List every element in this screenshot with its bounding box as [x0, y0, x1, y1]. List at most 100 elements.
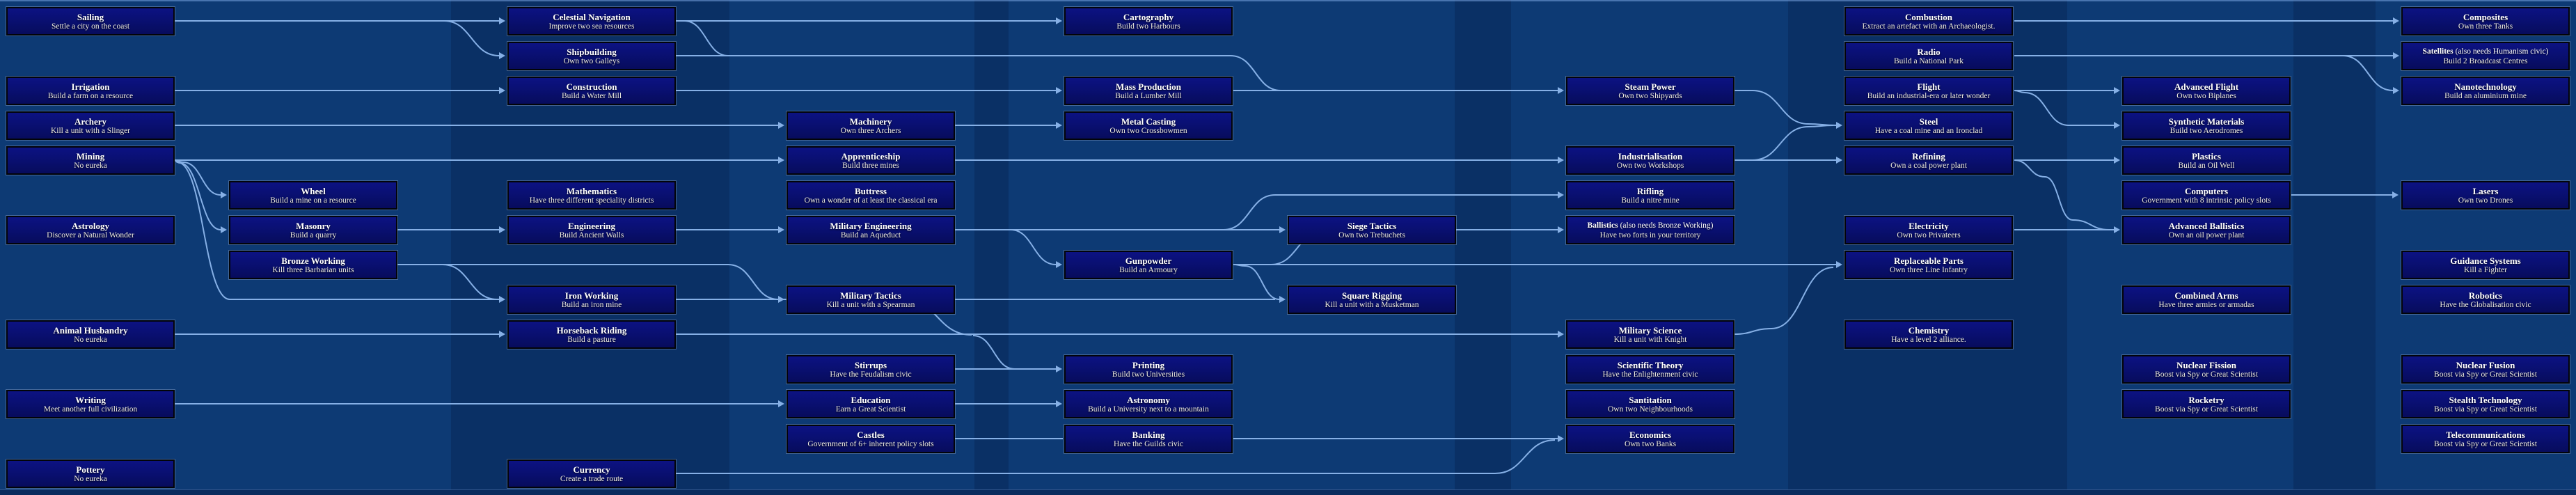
tech-eureka: Own two Drones — [2458, 196, 2513, 205]
tech-name: Metal Casting — [1121, 116, 1176, 127]
era-band — [0, 0, 451, 495]
tech-name-line: Cartography — [1123, 12, 1174, 22]
tech-name-line: Telecommunications — [2446, 430, 2525, 440]
tech-eureka: Build a University next to a mountain — [1088, 404, 1209, 414]
tech-eureka: Extract an artefact with an Archaeologis… — [1862, 22, 1996, 31]
tech-name: Flight — [1917, 81, 1941, 92]
tech-satellites[interactable]: Satellites(also needs Humanism civic)Bui… — [2401, 42, 2570, 70]
tech-eureka: Have the Globalisation civic — [2440, 300, 2531, 309]
tech-name: Irrigation — [71, 81, 110, 92]
tech-name-line: Military Tactics — [840, 290, 901, 301]
tech-eureka: Government with 8 intrinsic policy slots — [2142, 196, 2271, 205]
tech-name: Industrialisation — [1618, 150, 1683, 162]
tech-name: Gunpowder — [1125, 255, 1172, 266]
tech-name: Pottery — [76, 464, 105, 475]
tech-name: Currency — [573, 464, 610, 475]
tech-eureka: Build a nitre mine — [1621, 196, 1680, 205]
tech-eureka: Kill a unit with a Musketman — [1325, 300, 1419, 309]
tech-ballistics[interactable]: Ballistics(also needs Bronze Working)Hav… — [1566, 216, 1735, 244]
tech-name: Apprenticeship — [841, 150, 901, 162]
tech-name: Nanotechnology — [2454, 81, 2517, 92]
tech-name: Santitation — [1629, 394, 1672, 405]
tech-eureka: Build a pasture — [567, 335, 616, 344]
tech-eureka: No eureka — [74, 161, 107, 170]
tech-name-line: Advanced Flight — [2174, 81, 2238, 92]
tech-eureka: No eureka — [74, 335, 107, 344]
tech-name: Replaceable Parts — [1893, 255, 1963, 266]
tech-name-line: Composites — [2463, 12, 2508, 22]
tech-eureka: Build an iron mine — [561, 300, 622, 309]
tech-eureka: Build a quarry — [290, 230, 337, 239]
tech-name-line: Pottery — [76, 464, 104, 475]
tech-eureka: Earn a Great Scientist — [835, 404, 906, 414]
